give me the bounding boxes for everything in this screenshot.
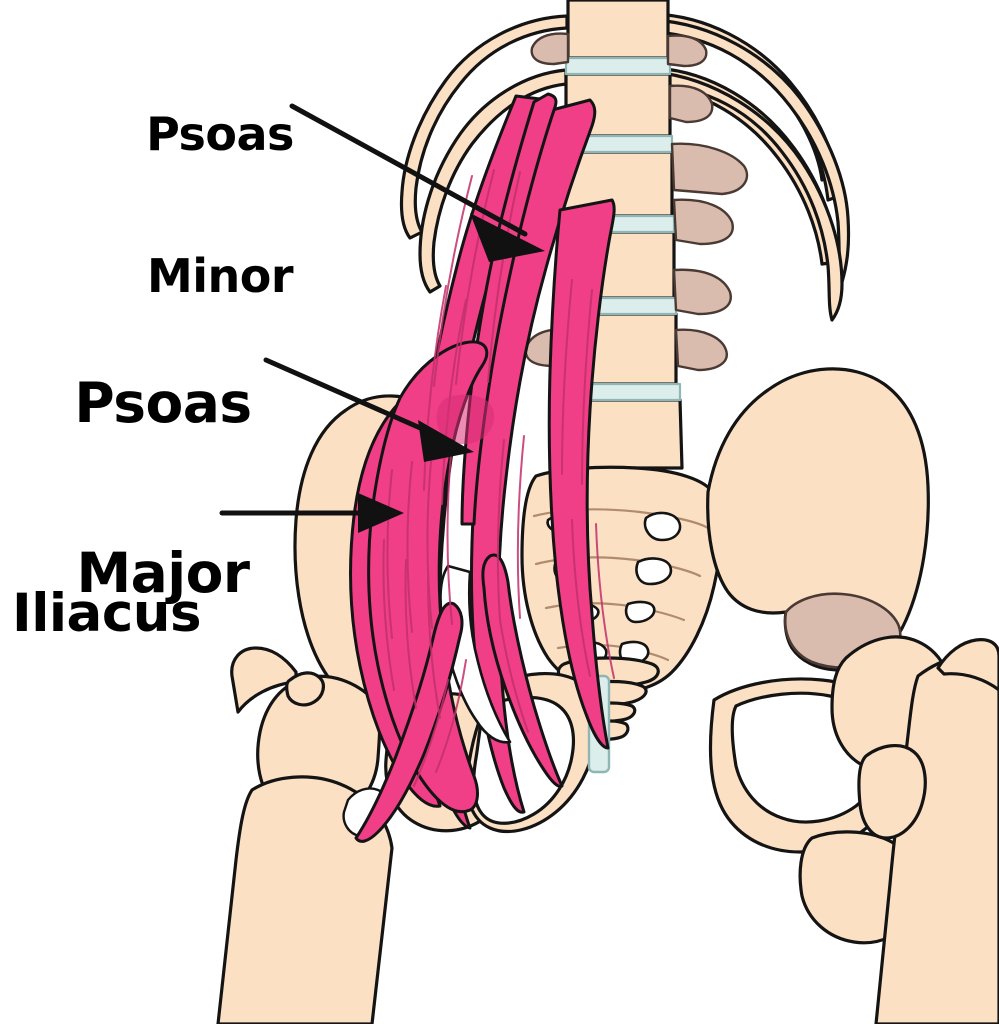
label-iliacus-line1: Iliacus [12,583,202,645]
label-psoas-minor: Psoas Minor [120,16,320,395]
label-psoas-major: Psoas Major [58,262,268,715]
label-psoas-major-line2: Major [76,541,250,606]
label-iliacus: Iliacus [12,478,202,751]
femur-right [830,635,999,1024]
psoas-tendon-strip [481,553,564,788]
muscle-group [342,92,616,843]
arrow-psoas-major [263,357,474,462]
ribs-left [399,14,569,294]
leader-arrow-group [219,103,545,533]
label-psoas-minor-line2: Minor [146,248,294,303]
arrow-psoas-minor [289,103,545,262]
transverse-processes-right [666,34,749,372]
label-psoas-minor-line1: Psoas [146,106,294,161]
muscle-fiber-lines [382,169,615,787]
ilium-right [706,367,930,672]
arrow-iliacus [219,493,404,533]
iliacus-shadow [436,394,495,445]
iliopsoas-distal-band [354,601,464,843]
femur-left [216,646,394,1024]
label-psoas-major-line1: Psoas [74,371,252,436]
